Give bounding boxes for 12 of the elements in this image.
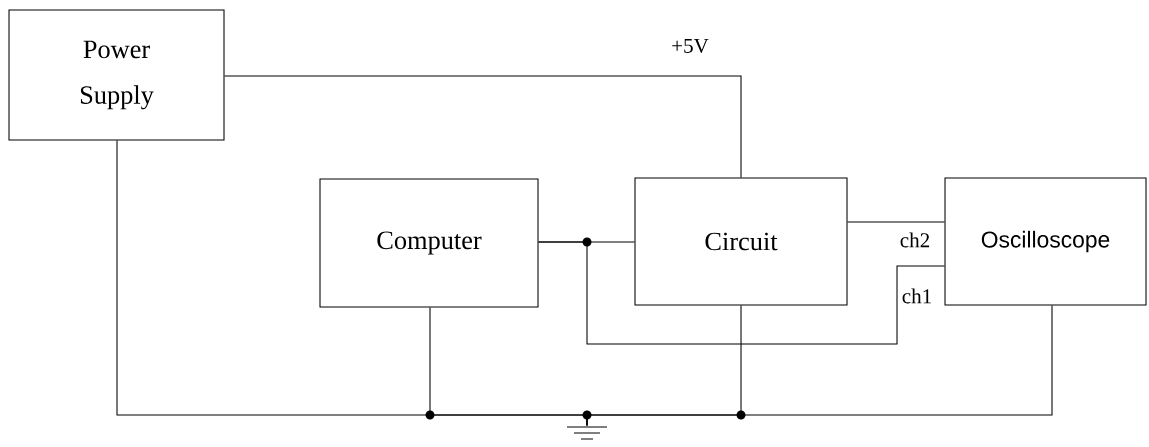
block-box: Circuit — [634, 177, 848, 306]
edge-label: +5V — [669, 37, 711, 55]
edge-label: ch2 — [898, 230, 932, 250]
ground-symbol — [566, 426, 608, 440]
wire — [538, 241, 945, 345]
block-box: Oscilloscope — [944, 177, 1147, 306]
wire — [586, 305, 1053, 426]
edge-label: ch1 — [900, 286, 934, 306]
wire — [847, 221, 945, 223]
block-box: Computer — [319, 178, 539, 308]
block-box: Power Supply — [8, 9, 225, 141]
wire — [224, 75, 742, 178]
